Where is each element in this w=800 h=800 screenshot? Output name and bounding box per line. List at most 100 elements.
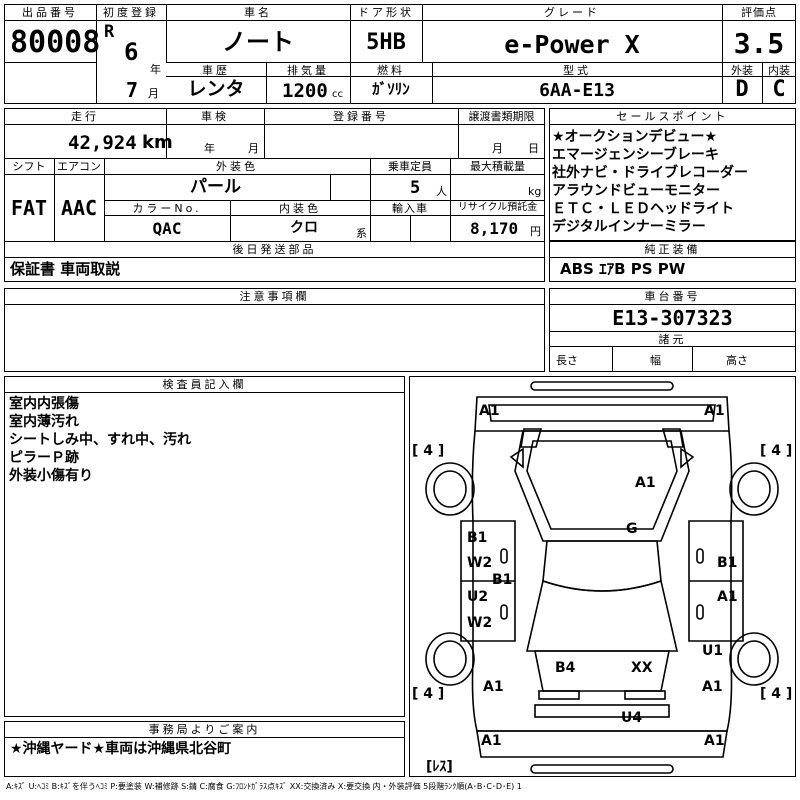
chassis-value: E13-307323 (612, 306, 733, 330)
damage-mark: A1 (702, 679, 723, 695)
fuel-label: 燃料 (377, 64, 405, 77)
fuel: ｶﾞｿﾘﾝ (372, 80, 410, 98)
spec-label: 諸元 (658, 333, 687, 346)
era: R (104, 22, 115, 42)
grade: e-Power X (504, 30, 640, 59)
lot-no: 80008 (10, 25, 101, 60)
equipment-value: ABS ｴｱB PS PW (560, 260, 686, 278)
inspection-month-unit: 月 (248, 142, 259, 155)
sales-point-5: ＥＴＣ・ＬＥＤヘッドライト (552, 201, 734, 217)
cc-unit: cc (332, 89, 343, 100)
inspector-line-4: ピラーＰ跡 (9, 450, 79, 466)
interior-label: 内装 (768, 64, 790, 77)
color-label: 外装色 (216, 160, 258, 173)
transfer-label: 譲渡書類期限 (468, 110, 535, 123)
transfer-month-unit: 月 (492, 142, 503, 155)
reg-year: 6 (124, 38, 139, 66)
chassis-label: 車台番号 (644, 290, 701, 303)
spare-tire-mark: [ﾚｽ] (426, 759, 453, 775)
load-label: 最大積載量 (470, 160, 525, 173)
inspector-line-1: 室内内張傷 (9, 396, 79, 412)
km-unit: km (142, 132, 173, 153)
length-label: 長さ (556, 354, 578, 367)
month-unit: 月 (148, 87, 159, 100)
history-label: 車歴 (202, 64, 230, 77)
inspector-box (4, 376, 405, 717)
damage-mark: W2 (467, 555, 492, 571)
recycle-label: リサイクル預託金 (457, 202, 538, 213)
capacity-label: 乗車定員 (388, 160, 432, 173)
first-reg-label: 初度登録 (103, 6, 159, 19)
damage-mark: B1 (467, 530, 487, 546)
damage-mark: A1 (717, 589, 738, 605)
info-box (4, 108, 545, 282)
sales-point-1: ★オークションデビュー★ (552, 129, 718, 145)
tire-mark-rear-left: [ 4 ] (412, 686, 444, 702)
color-no-label: カラーNo. (132, 202, 202, 215)
equipment-label: 純正装備 (644, 243, 701, 256)
sales-points-box (549, 108, 796, 241)
chassis-box (549, 288, 796, 372)
exterior-label: 外装 (731, 64, 753, 77)
legend: A:ｷｽﾞ U:ﾍｺﾐ B:ｷｽﾞを伴うﾍｺﾐ P:要塗装 W:補修跡 S:錆 … (6, 782, 522, 791)
tire-mark-front-left: [ 4 ] (412, 443, 444, 459)
ac-label: エアコン (57, 160, 101, 173)
int-color-label: 内装色 (279, 202, 321, 215)
inspector-line-5: 外装小傷有り (9, 468, 93, 484)
damage-mark: A1 (704, 733, 725, 749)
displacement: 1200 (282, 80, 328, 102)
inspection-year-unit: 年 (204, 142, 215, 155)
damage-mark: A1 (481, 733, 502, 749)
office-value: ★沖縄ヤード★車両は沖縄県北谷町 (10, 741, 232, 757)
inspector-label: 検査員記入欄 (162, 378, 247, 391)
color-no: QAC (152, 219, 182, 238)
width-label: 幅 (650, 354, 661, 367)
int-color: クロ (290, 220, 318, 236)
sales-point-3: 社外ナビ・ドライブレコーダー (552, 165, 748, 181)
damage-mark: B1 (492, 572, 512, 588)
damage-mark: A1 (483, 679, 504, 695)
damage-mark: G (626, 521, 638, 537)
car-diagram-box: [ 4 ] [ 4 ] [ 4 ] [ 4 ] [ﾚｽ] A1 A1 A1 G … (409, 376, 796, 777)
notes-label: 注意事項欄 (239, 290, 310, 303)
damage-mark: A1 (704, 403, 725, 419)
mileage-label: 走行 (71, 110, 99, 123)
sales-point-6: デジタルインナーミラー (552, 219, 706, 235)
recycle: 8,170 (470, 219, 519, 238)
inspection-label: 車検 (201, 110, 229, 123)
tire-mark-front-right: [ 4 ] (760, 443, 792, 459)
import-label: 輸入車 (392, 202, 428, 215)
sales-point-4: アラウンドビューモニター (552, 183, 720, 199)
damage-mark: U1 (702, 643, 723, 659)
inspector-line-2: 室内薄汚れ (9, 414, 79, 430)
damage-mark: A1 (479, 403, 500, 419)
car-name: ノート (222, 28, 294, 56)
series-unit: 系 (356, 227, 367, 240)
model: 6AA-E13 (539, 80, 615, 101)
capacity: 5 (410, 178, 421, 198)
sales-points-label: セールスポイント (616, 110, 729, 123)
equipment-box (549, 241, 796, 282)
yen-unit: 円 (530, 225, 541, 238)
mileage: 42,924 (68, 132, 137, 154)
score-label: 評価点 (741, 6, 777, 19)
lot-no-label: 出品番号 (22, 6, 78, 19)
year-unit: 年 (150, 63, 161, 76)
damage-mark: A1 (635, 475, 656, 491)
history: レンタ (187, 78, 245, 100)
tire-mark-rear-right: [ 4 ] (760, 686, 792, 702)
transfer-day-unit: 日 (528, 142, 539, 155)
score: 3.5 (733, 27, 785, 60)
shift: FAT (10, 196, 48, 220)
ac: AAC (60, 196, 98, 220)
damage-mark: XX (631, 660, 653, 676)
model-label: 型式 (563, 64, 591, 77)
color: パール (190, 177, 241, 197)
office-box (4, 721, 405, 777)
notes-box (4, 288, 545, 372)
damage-mark: W2 (467, 615, 492, 631)
person-unit: 人 (436, 185, 447, 198)
reg-month: 7 (126, 78, 139, 102)
office-label: 事務局よりご案内 (148, 723, 261, 736)
height-label: 高さ (726, 354, 748, 367)
